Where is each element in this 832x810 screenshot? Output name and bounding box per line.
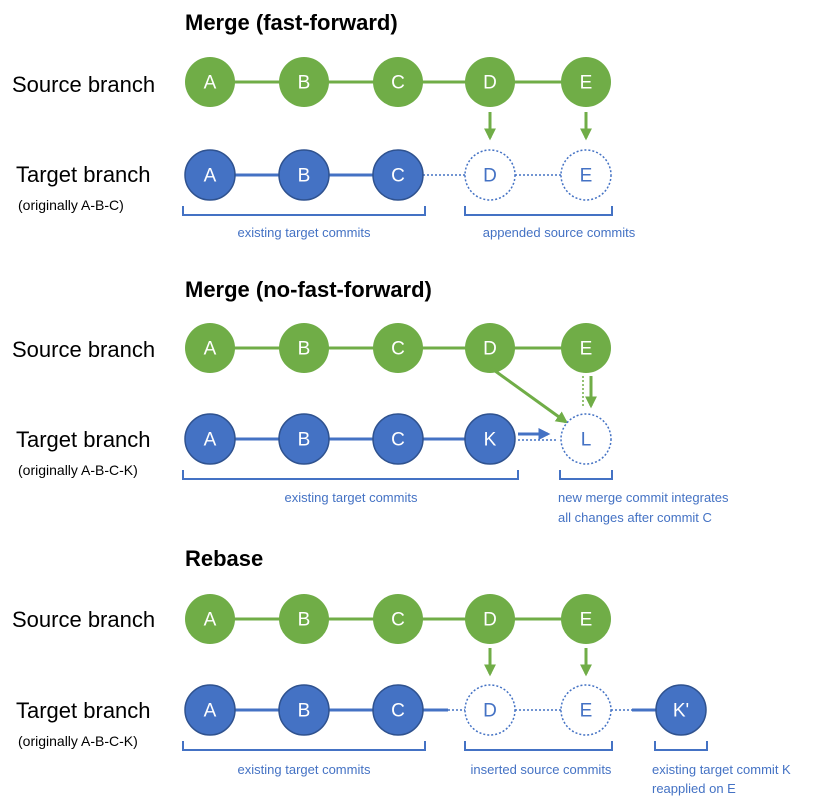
bracket-label: new merge commit integrates — [558, 490, 729, 505]
target-commit: B — [278, 684, 330, 736]
target-commit: C — [372, 684, 424, 736]
source-commit: B — [279, 57, 329, 107]
target-commit: B — [278, 413, 330, 465]
svg-text:B: B — [298, 166, 311, 187]
source-commit: D — [465, 594, 515, 644]
svg-text:A: A — [204, 73, 217, 94]
bracket-label: existing target commit K — [652, 762, 791, 777]
merge-arrow — [490, 366, 568, 424]
svg-text:K: K — [484, 430, 497, 451]
appended-commit: D — [464, 149, 516, 201]
target-commit: K — [464, 413, 516, 465]
svg-text:A: A — [204, 610, 217, 631]
svg-text:D: D — [483, 610, 497, 631]
bracket-label: appended source commits — [483, 225, 636, 240]
reapplied-commit: K' — [655, 684, 707, 736]
target-branch-note: (originally A-B-C) — [18, 197, 124, 213]
target-commit: B — [278, 149, 330, 201]
svg-text:A: A — [204, 166, 217, 187]
source-commit: B — [279, 323, 329, 373]
merge-commit: L — [560, 413, 612, 465]
bracket-label: existing target commits — [238, 225, 371, 240]
bracket — [559, 470, 613, 480]
svg-text:C: C — [391, 73, 405, 94]
svg-text:A: A — [204, 430, 217, 451]
svg-text:A: A — [204, 701, 217, 722]
svg-text:C: C — [391, 166, 405, 187]
section-title: Merge (no-fast-forward) — [185, 277, 432, 302]
section-title: Merge (fast-forward) — [185, 10, 398, 35]
section-merge-fast-forward: Merge (fast-forward) Source branch Targe… — [12, 10, 636, 240]
svg-text:D: D — [483, 73, 497, 94]
source-commit: A — [185, 594, 235, 644]
source-branch-label: Source branch — [12, 337, 155, 362]
svg-text:L: L — [581, 430, 592, 451]
svg-text:E: E — [580, 166, 593, 187]
svg-text:B: B — [298, 430, 311, 451]
source-commit: E — [561, 57, 611, 107]
source-commit: C — [373, 594, 423, 644]
section-merge-no-fast-forward: Merge (no-fast-forward) Source branch Ta… — [12, 277, 729, 525]
svg-text:D: D — [483, 166, 497, 187]
source-commit: E — [561, 594, 611, 644]
target-commit: A — [184, 413, 236, 465]
bracket — [464, 206, 613, 216]
svg-text:E: E — [580, 339, 593, 360]
svg-text:E: E — [580, 73, 593, 94]
section-title: Rebase — [185, 546, 263, 571]
bracket — [464, 741, 613, 751]
source-branch-label: Source branch — [12, 607, 155, 632]
appended-commit: E — [560, 149, 612, 201]
target-branch-note: (originally A-B-C-K) — [18, 462, 138, 478]
bracket-label: existing target commits — [238, 762, 371, 777]
source-commit: B — [279, 594, 329, 644]
svg-text:E: E — [580, 701, 593, 722]
target-branch-label: Target branch — [16, 698, 151, 723]
source-commit: D — [465, 57, 515, 107]
svg-text:B: B — [298, 73, 311, 94]
target-commit: A — [184, 149, 236, 201]
svg-text:B: B — [298, 610, 311, 631]
svg-text:D: D — [483, 701, 497, 722]
bracket — [654, 741, 708, 751]
source-branch-label: Source branch — [12, 72, 155, 97]
svg-text:C: C — [391, 610, 405, 631]
svg-text:B: B — [298, 339, 311, 360]
inserted-commit: E — [560, 684, 612, 736]
svg-text:A: A — [204, 339, 217, 360]
svg-text:C: C — [391, 701, 405, 722]
bracket — [182, 741, 426, 751]
section-rebase: Rebase Source branch Target branch (orig… — [12, 546, 791, 796]
bracket-label: inserted source commits — [471, 762, 612, 777]
svg-text:K': K' — [673, 701, 689, 722]
bracket-label: existing target commits — [285, 490, 418, 505]
target-branch-label: Target branch — [16, 427, 151, 452]
target-commit: A — [184, 684, 236, 736]
inserted-commit: D — [464, 684, 516, 736]
svg-text:B: B — [298, 701, 311, 722]
svg-text:E: E — [580, 610, 593, 631]
source-commit: A — [185, 57, 235, 107]
bracket — [182, 470, 519, 480]
target-commit: C — [372, 413, 424, 465]
bracket — [182, 206, 426, 216]
target-commit: C — [372, 149, 424, 201]
svg-text:C: C — [391, 339, 405, 360]
source-commit: D — [465, 323, 515, 373]
source-commit: C — [373, 323, 423, 373]
target-branch-note: (originally A-B-C-K) — [18, 733, 138, 749]
svg-text:D: D — [483, 339, 497, 360]
bracket-label: all changes after commit C — [558, 510, 712, 525]
source-commit: E — [561, 323, 611, 373]
target-branch-label: Target branch — [16, 162, 151, 187]
source-commit: A — [185, 323, 235, 373]
bracket-label: reapplied on E — [652, 781, 736, 796]
source-commit: C — [373, 57, 423, 107]
svg-text:C: C — [391, 430, 405, 451]
